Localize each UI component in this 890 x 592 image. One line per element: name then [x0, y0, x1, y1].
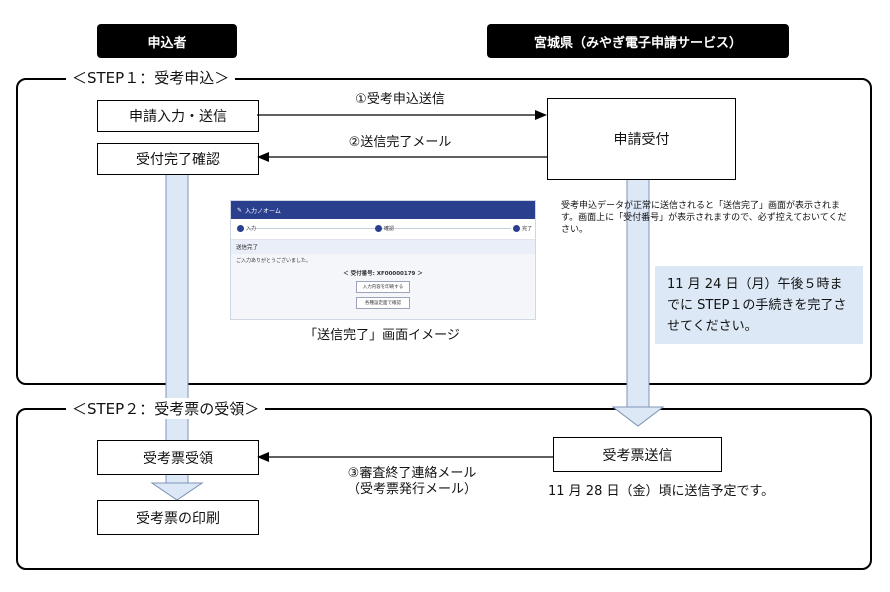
mock-step-input: 入力 — [246, 226, 257, 232]
ticket-send-box: 受考票送信 — [553, 437, 722, 472]
mock-title-bar: ✎ 入力ノオーム — [231, 201, 535, 219]
review-mail-label-2: （受考票発行メール） — [346, 482, 477, 497]
prefecture-header: 宮城県（みやぎ電子申請サービス） — [487, 24, 789, 58]
input-send-box: 申請入力・送信 — [97, 100, 259, 132]
send-arrow-label: ①受考申込送信 — [355, 92, 445, 107]
ticket-receive-box: 受考票受領 — [97, 440, 259, 475]
applicant-header: 申込者 — [97, 24, 237, 58]
screenshot-caption: 「送信完了」画面イメージ — [304, 328, 460, 343]
mock-title: 入力ノオーム — [245, 207, 281, 215]
receipt-confirm-box: 受付完了確認 — [97, 143, 259, 175]
completion-note: 受考申込データが正常に送信されると「送信完了」画面が表示されます。画面上に「受付… — [561, 201, 847, 235]
step2-frame — [16, 408, 872, 570]
deadline-callout: 11 月 24 日（月）午後５時までに STEP１の手続きを完了させてください。 — [655, 266, 863, 344]
ticket-print-box: 受考票の印刷 — [97, 500, 259, 535]
mock-step-indicator: 入力 確認 完了 — [231, 219, 535, 240]
complete-mail-arrow-label: ②送信完了メール — [348, 135, 452, 150]
mock-settings-button: 各種設定面で確認 — [356, 297, 410, 309]
mock-step-confirm: 確認 — [384, 226, 395, 232]
step1-title: ＜STEP１：受考申込＞ — [66, 67, 236, 88]
mock-heading: 送信完了 — [231, 240, 535, 254]
send-schedule: 11 月 28 日（金）頃に送信予定です。 — [548, 484, 775, 499]
mock-receipt-number: ＜ 受付番号: XF00000179 ＞ — [343, 271, 423, 277]
mock-step-done: 完了 — [522, 226, 533, 232]
check-icon — [375, 225, 382, 232]
application-accept-box: 申請受付 — [547, 98, 736, 180]
mock-edit-icon: ✎ — [237, 206, 243, 214]
review-mail-label-1: ③審査終了連絡メール — [347, 466, 477, 481]
step2-title: ＜STEP２：受考票の受領＞ — [66, 398, 266, 419]
check-icon — [237, 225, 244, 232]
mock-thanks: ご入力ありがとうございました。 — [236, 258, 312, 264]
step1-frame — [16, 78, 872, 385]
mock-print-button: 入力内容を印刷する — [356, 281, 410, 293]
circle-icon — [513, 225, 520, 232]
completion-screen-image: ✎ 入力ノオーム 入力 確認 完了 送信完了 ご入力ありがとうございました。 ＜… — [230, 200, 536, 320]
